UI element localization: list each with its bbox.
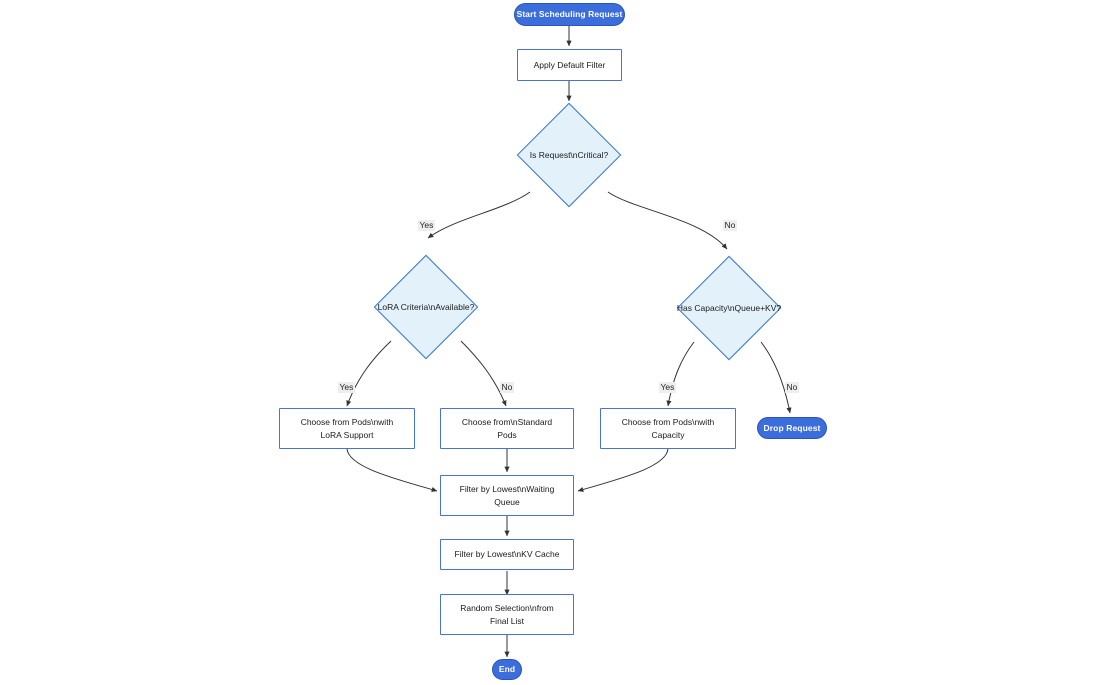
node-is-request-critical[interactable]: Is Request\nCritical? (516, 102, 622, 208)
node-filter-waiting-queue-line2: Queue (494, 496, 520, 507)
node-start-label: Start Scheduling Request (516, 9, 623, 19)
node-lora-criteria-available[interactable]: LoRA Criteria\nAvailable? (373, 254, 479, 360)
node-random-selection-line2: Final List (489, 615, 524, 626)
edge-choose-lora-to-filter-queue (346, 448, 438, 492)
node-has-capacity-queue-kv[interactable]: Has Capacity\nQueue+KV? (676, 255, 782, 361)
edge-lora-yes-to-choose-lora (346, 340, 392, 407)
edge-choose-capacity-to-filter-queue (577, 448, 669, 492)
node-filter-waiting-queue[interactable]: Filter by Lowest\nWaiting Queue (440, 475, 574, 516)
edge-label-critical-no: No (723, 220, 737, 231)
node-drop-request-label: Drop Request (763, 422, 821, 433)
node-has-capacity-queue-kv-label: Has Capacity\nQueue+KV? (676, 302, 782, 313)
edge-lora-no-to-standard (460, 340, 507, 407)
node-filter-waiting-queue-line1: Filter by Lowest\nWaiting (459, 483, 555, 494)
node-choose-pods-lora-line1: Choose from Pods\nwith (300, 416, 394, 427)
node-choose-pods-lora-line2: LoRA Support (320, 429, 374, 440)
node-drop-request[interactable]: Drop Request (757, 417, 827, 439)
node-random-selection-line1: Random Selection\nfrom (460, 602, 554, 613)
node-filter-kv-cache-label: Filter by Lowest\nKV Cache (454, 549, 560, 559)
node-filter-kv-cache[interactable]: Filter by Lowest\nKV Cache (440, 539, 574, 570)
edge-label-lora-yes: Yes (338, 382, 355, 393)
edge-critical-no-to-capacity (607, 191, 728, 250)
edge-capacity-no-to-drop (760, 341, 792, 414)
node-is-request-critical-label: Is Request\nCritical? (529, 149, 609, 160)
node-choose-standard-pods-line2: Pods (497, 429, 517, 440)
node-end[interactable]: End (492, 659, 522, 680)
node-lora-criteria-available-label: LoRA Criteria\nAvailable? (377, 301, 475, 312)
node-choose-standard-pods[interactable]: Choose from\nStandard Pods (440, 408, 574, 449)
edge-capacity-yes-to-choose-capacity (666, 341, 695, 407)
edge-label-lora-no: No (500, 382, 514, 393)
node-apply-default-filter-label: Apply Default Filter (533, 59, 606, 70)
node-choose-pods-capacity[interactable]: Choose from Pods\nwith Capacity (600, 408, 736, 449)
node-choose-pods-capacity-line1: Choose from Pods\nwith (621, 416, 715, 427)
edge-label-capacity-no: No (785, 382, 799, 393)
edge-critical-yes-to-lora (427, 191, 531, 239)
node-random-selection[interactable]: Random Selection\nfrom Final List (440, 594, 574, 635)
node-choose-pods-lora[interactable]: Choose from Pods\nwith LoRA Support (279, 408, 415, 449)
node-end-label: End (498, 664, 516, 674)
node-choose-pods-capacity-line2: Capacity (651, 429, 685, 440)
edge-label-capacity-yes: Yes (659, 382, 676, 393)
node-choose-standard-pods-line1: Choose from\nStandard (461, 416, 553, 427)
node-apply-default-filter[interactable]: Apply Default Filter (517, 49, 622, 81)
edge-label-critical-yes: Yes (418, 220, 435, 231)
node-start[interactable]: Start Scheduling Request (514, 3, 625, 26)
